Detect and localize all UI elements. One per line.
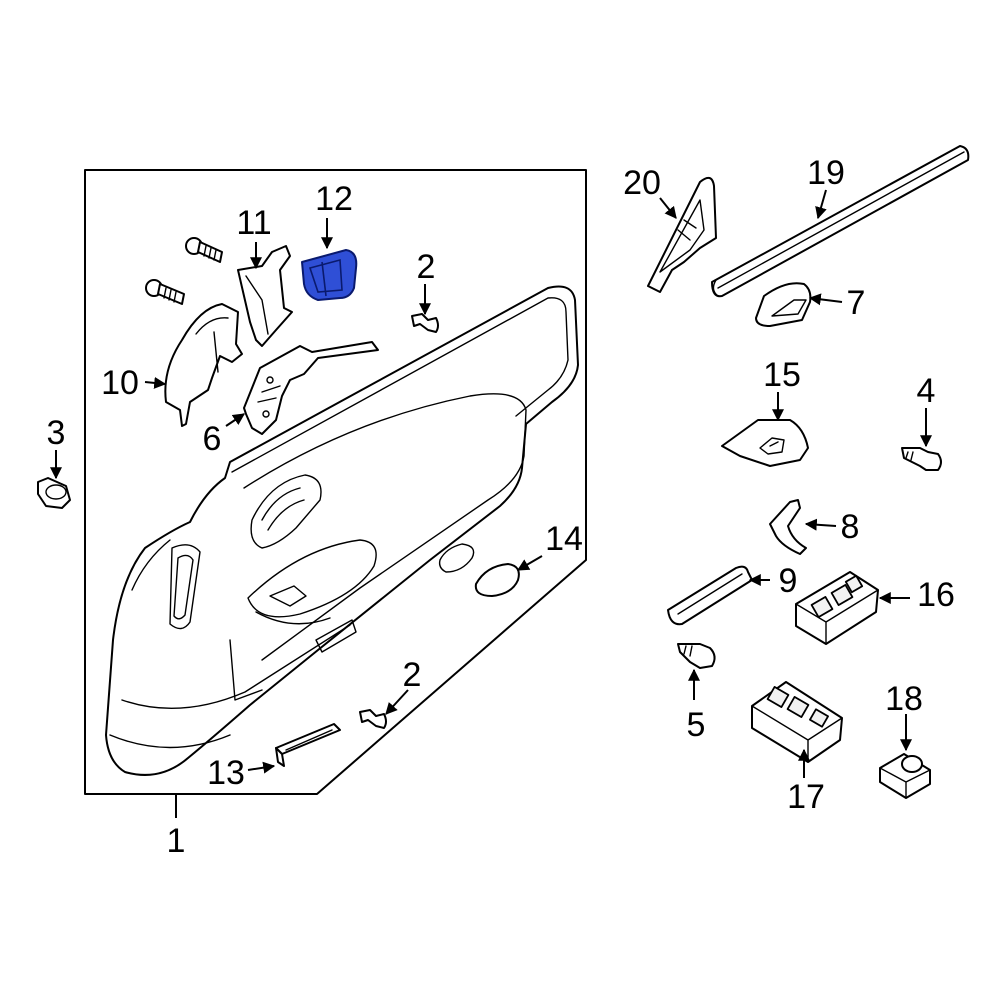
callout-15: 15 [763, 356, 801, 394]
part-2-pin-lower [359, 709, 387, 729]
part-14-cap [474, 563, 520, 597]
part-20-mirror-cover [647, 176, 717, 293]
callout-2-lower: 2 [403, 656, 422, 694]
part-16-window-switch [795, 571, 879, 645]
part-3-nut [37, 477, 71, 509]
part-13-strip [275, 723, 341, 767]
part-19-belt-molding [711, 145, 970, 298]
callout-12: 12 [315, 180, 353, 218]
door-trim-panel [105, 285, 579, 776]
part-17-window-switch [751, 681, 843, 763]
part-12-highlighted-clip [301, 249, 358, 301]
part-15-switch-bezel [721, 419, 809, 467]
screw-lower [145, 279, 185, 305]
callout-7: 7 [847, 284, 866, 322]
callout-6: 6 [203, 420, 222, 458]
part-10-bracket [164, 303, 243, 427]
part-6-hinge-bracket [243, 341, 379, 435]
leader-lines [50, 189, 932, 778]
callout-17: 17 [787, 778, 825, 816]
callout-16: 16 [917, 576, 955, 614]
callout-3: 3 [47, 414, 66, 452]
part-11-bracket [237, 245, 293, 347]
screw-upper [185, 237, 223, 263]
part-8-trim [769, 499, 807, 555]
callout-14: 14 [545, 520, 583, 558]
callout-4: 4 [917, 372, 936, 410]
part-5-bolt [677, 643, 716, 669]
assembly-frame [84, 169, 587, 818]
callout-1: 1 [167, 822, 186, 860]
part-2-pin-upper [411, 313, 439, 333]
callout-10: 10 [101, 364, 139, 402]
callout-8: 8 [841, 508, 860, 546]
callout-20: 20 [623, 164, 661, 202]
callout-13: 13 [207, 754, 245, 792]
callout-11: 11 [236, 204, 271, 242]
part-7-cover [755, 282, 812, 327]
part-9-trim-strip [667, 565, 753, 626]
part-18-switch [879, 753, 931, 799]
callout-9: 9 [779, 562, 798, 600]
callout-18: 18 [885, 680, 923, 718]
part-4-bolt [901, 447, 942, 471]
callout-5: 5 [687, 706, 706, 744]
callout-19: 19 [807, 154, 845, 192]
callout-2-upper: 2 [417, 248, 436, 286]
